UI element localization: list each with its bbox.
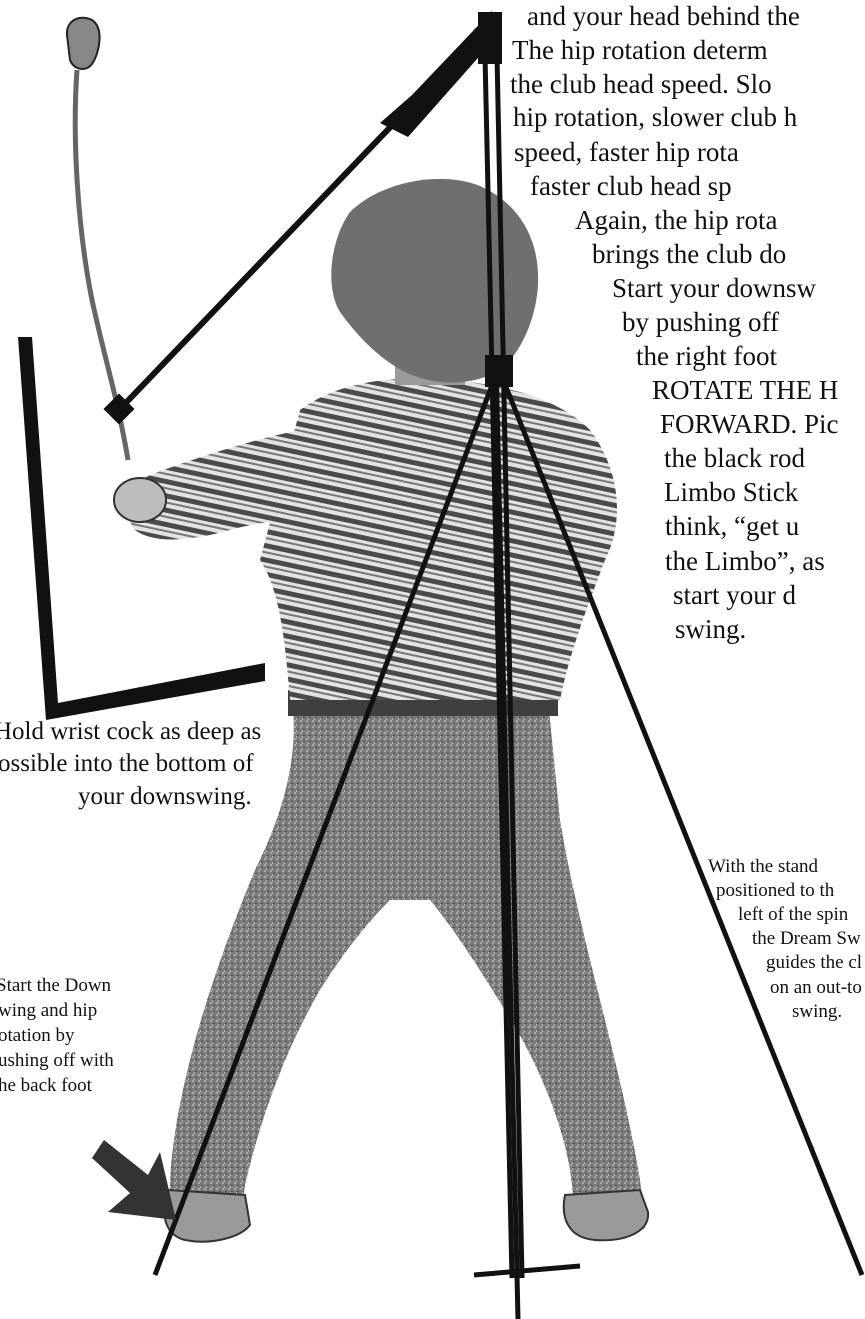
main-text-line: brings the club do bbox=[592, 238, 786, 271]
main-text-line: hip rotation, slower club h bbox=[513, 101, 797, 134]
main-text-line: and your head behind the bbox=[527, 0, 800, 33]
main-text-line: The hip rotation determ bbox=[512, 34, 768, 67]
golfer-trousers bbox=[170, 700, 645, 1237]
main-text-line: start your d bbox=[673, 579, 796, 612]
right-down-arrow-icon bbox=[92, 1140, 176, 1220]
wrist-caption-line: ossible into the bottom of bbox=[0, 749, 254, 779]
start-caption-line: wing and hip bbox=[0, 999, 97, 1022]
golfer-hands bbox=[114, 478, 166, 522]
start-caption-line: ushing off with bbox=[0, 1049, 114, 1072]
main-text-line: think, “get u bbox=[665, 510, 799, 543]
start-caption-line: he back foot bbox=[0, 1074, 92, 1097]
main-text-line: FORWARD. Pic bbox=[660, 408, 839, 441]
stand-caption-line: With the stand bbox=[708, 855, 818, 878]
main-text-line: Again, the hip rota bbox=[575, 204, 777, 237]
main-text-line: the black rod bbox=[664, 442, 805, 475]
wrist-caption-line: Hold wrist cock as deep as bbox=[0, 717, 261, 747]
wrist-caption-line: your downswing. bbox=[78, 782, 252, 812]
main-text-line: the Limbo”, as bbox=[665, 545, 825, 578]
start-caption-line: Start the Down bbox=[0, 974, 111, 997]
stand-caption-line: positioned to th bbox=[716, 879, 834, 902]
face-mask bbox=[331, 179, 538, 383]
main-text-line: the right foot bbox=[636, 340, 777, 373]
stand-caption-line: left of the spin bbox=[738, 903, 848, 926]
golfer-shirt bbox=[260, 378, 617, 700]
main-text-line: swing. bbox=[675, 613, 746, 646]
main-text-line: speed, faster hip rota bbox=[514, 136, 739, 169]
main-text-line: by pushing off bbox=[622, 306, 779, 339]
stand-caption-line: guides the cl bbox=[766, 951, 862, 974]
stand-caption-line: the Dream Sw bbox=[752, 927, 861, 950]
start-caption-line: otation by bbox=[0, 1024, 75, 1047]
main-text-line: Limbo Stick bbox=[664, 476, 798, 509]
stand-hub bbox=[485, 355, 513, 387]
stand-caption-line: on an out-to bbox=[770, 976, 862, 999]
main-text-line: the club head speed. Slo bbox=[510, 68, 772, 101]
golfer-right-shoe bbox=[564, 1190, 648, 1240]
golfer-figure bbox=[114, 179, 648, 1242]
main-text-line: ROTATE THE H bbox=[652, 374, 838, 407]
main-text-line: faster club head sp bbox=[530, 170, 732, 203]
stand-caption-line: swing. bbox=[792, 1000, 842, 1023]
club-head bbox=[67, 18, 100, 69]
stand-base-bar bbox=[474, 1266, 580, 1275]
main-text-line: Start your downsw bbox=[612, 272, 816, 305]
